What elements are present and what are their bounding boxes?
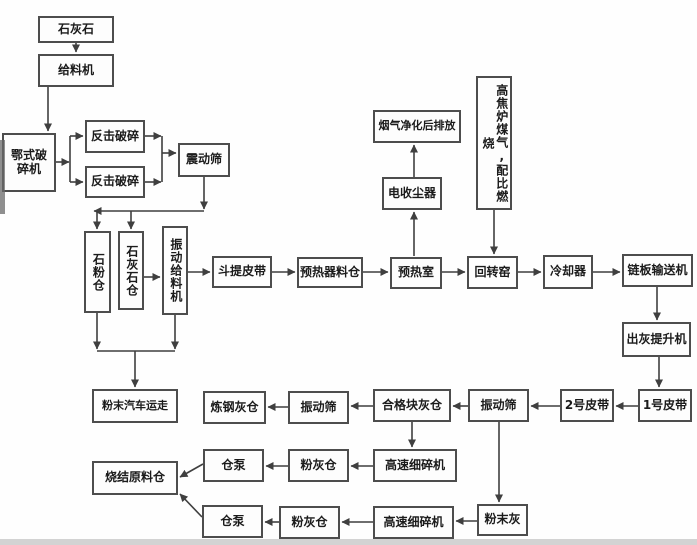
node-bucket-belt: 斗提皮带 bbox=[212, 256, 272, 288]
node-label-preheating-chamber: 预热室 bbox=[397, 265, 434, 280]
node-label-vibrating-screen-top: 震动筛 bbox=[185, 152, 222, 167]
node-label-vibrating-screen-left: 振动筛 bbox=[300, 399, 337, 414]
node-flue-gas-discharge: 烟气净化后排放 bbox=[373, 110, 461, 143]
edge-silo-pump-upper-to-sinter-raw-silo bbox=[179, 463, 204, 478]
node-label-vibrating-feeder: 振动给料机 bbox=[168, 238, 183, 303]
scan-artifact-bottom bbox=[0, 539, 697, 545]
node-label-sinter-raw-silo: 烧结原料仓 bbox=[104, 470, 165, 485]
node-label-qualified-lump-lime-silo: 合格块灰仓 bbox=[381, 397, 442, 412]
node-cooler: 冷却器 bbox=[543, 255, 593, 289]
node-powder-lime-silo-upper: 粉灰仓 bbox=[288, 449, 349, 482]
node-label-fine-crusher-lower: 高速细碎机 bbox=[383, 514, 444, 529]
node-label-limestone-silo: 石灰石仓 bbox=[124, 244, 139, 297]
node-label-powder-lime-silo-upper: 粉灰仓 bbox=[300, 457, 337, 472]
node-impact-crusher-1: 反击破碎 bbox=[85, 120, 145, 153]
node-label-steelmaking-lime-silo: 炼钢灰仓 bbox=[210, 399, 259, 414]
node-label-limestone: 石灰石 bbox=[57, 21, 94, 36]
node-label-electric-dust-collector: 电收尘器 bbox=[387, 185, 436, 200]
node-label-jaw-crusher: 鄂式破碎机 bbox=[10, 147, 47, 176]
node-belt-no1: 1号皮带 bbox=[638, 389, 692, 422]
node-powder-lime-silo-lower: 粉灰仓 bbox=[279, 506, 340, 539]
node-preheating-chamber: 预热室 bbox=[390, 257, 442, 289]
node-label-belt-no1: 1号皮带 bbox=[642, 397, 688, 412]
node-label-fine-crusher-upper: 高速细碎机 bbox=[384, 457, 445, 472]
node-steelmaking-lime-silo: 炼钢灰仓 bbox=[203, 391, 266, 424]
node-vibrating-screen-left: 振动筛 bbox=[288, 391, 349, 424]
node-preheater-feed-silo: 预热器料仓 bbox=[297, 257, 363, 288]
node-label-powder-truck-away: 粉末汽车运走 bbox=[102, 398, 168, 412]
node-label-bucket-belt: 斗提皮带 bbox=[217, 264, 266, 279]
node-stone-powder-silo: 石粉仓 bbox=[84, 231, 111, 313]
node-label-gas-supply: 高焦炉煤气,配比燃烧 bbox=[481, 83, 509, 203]
node-powder-truck-away: 粉末汽车运走 bbox=[92, 389, 178, 423]
node-label-preheater-feed-silo: 预热器料仓 bbox=[299, 264, 360, 279]
node-limestone-silo: 石灰石仓 bbox=[118, 231, 144, 310]
node-gas-supply: 高焦炉煤气,配比燃烧 bbox=[476, 76, 512, 210]
node-chain-plate-conveyor: 链板输送机 bbox=[622, 254, 693, 287]
node-impact-crusher-2: 反击破碎 bbox=[85, 166, 145, 198]
node-label-powder-lime-silo-lower: 粉灰仓 bbox=[291, 514, 328, 529]
edge-silo-pump-lower-to-sinter-raw-silo bbox=[179, 493, 203, 518]
node-label-silo-pump-upper: 仓泵 bbox=[221, 457, 246, 472]
node-label-vibrating-screen-right: 振动筛 bbox=[480, 397, 517, 412]
node-label-chain-plate-conveyor: 链板输送机 bbox=[627, 262, 688, 277]
node-feeder: 给料机 bbox=[38, 54, 114, 87]
node-label-rotary-kiln: 回转窑 bbox=[474, 264, 511, 279]
node-label-impact-crusher-1: 反击破碎 bbox=[90, 128, 139, 143]
node-belt-no2: 2号皮带 bbox=[560, 389, 614, 422]
scan-artifact-left bbox=[0, 140, 5, 214]
node-rotary-kiln: 回转窑 bbox=[467, 256, 518, 289]
node-vibrating-screen-right: 振动筛 bbox=[468, 389, 529, 422]
node-sinter-raw-silo: 烧结原料仓 bbox=[92, 461, 178, 495]
node-label-flue-gas-discharge: 烟气净化后排放 bbox=[378, 119, 456, 133]
node-label-stone-powder-silo: 石粉仓 bbox=[91, 252, 106, 292]
node-label-ash-discharge-elevator: 出灰提升机 bbox=[626, 331, 687, 346]
node-label-silo-pump-lower: 仓泵 bbox=[220, 513, 245, 528]
node-electric-dust-collector: 电收尘器 bbox=[382, 177, 442, 210]
node-jaw-crusher: 鄂式破碎机 bbox=[2, 133, 56, 192]
node-powder-ash: 粉末灰 bbox=[477, 504, 528, 536]
node-silo-pump-upper: 仓泵 bbox=[203, 449, 264, 482]
node-vibrating-feeder: 振动给料机 bbox=[162, 226, 188, 315]
node-label-feeder: 给料机 bbox=[57, 62, 94, 77]
node-label-belt-no2: 2号皮带 bbox=[564, 397, 610, 412]
node-qualified-lump-lime-silo: 合格块灰仓 bbox=[373, 389, 451, 422]
node-label-impact-crusher-2: 反击破碎 bbox=[90, 174, 139, 189]
node-limestone: 石灰石 bbox=[38, 16, 114, 43]
node-label-cooler: 冷却器 bbox=[549, 264, 586, 279]
node-fine-crusher-lower: 高速细碎机 bbox=[373, 506, 454, 539]
node-silo-pump-lower: 仓泵 bbox=[202, 505, 263, 538]
node-label-powder-ash: 粉末灰 bbox=[484, 512, 521, 527]
node-fine-crusher-upper: 高速细碎机 bbox=[373, 449, 457, 482]
node-ash-discharge-elevator: 出灰提升机 bbox=[622, 322, 691, 357]
node-vibrating-screen-top: 震动筛 bbox=[178, 143, 230, 177]
